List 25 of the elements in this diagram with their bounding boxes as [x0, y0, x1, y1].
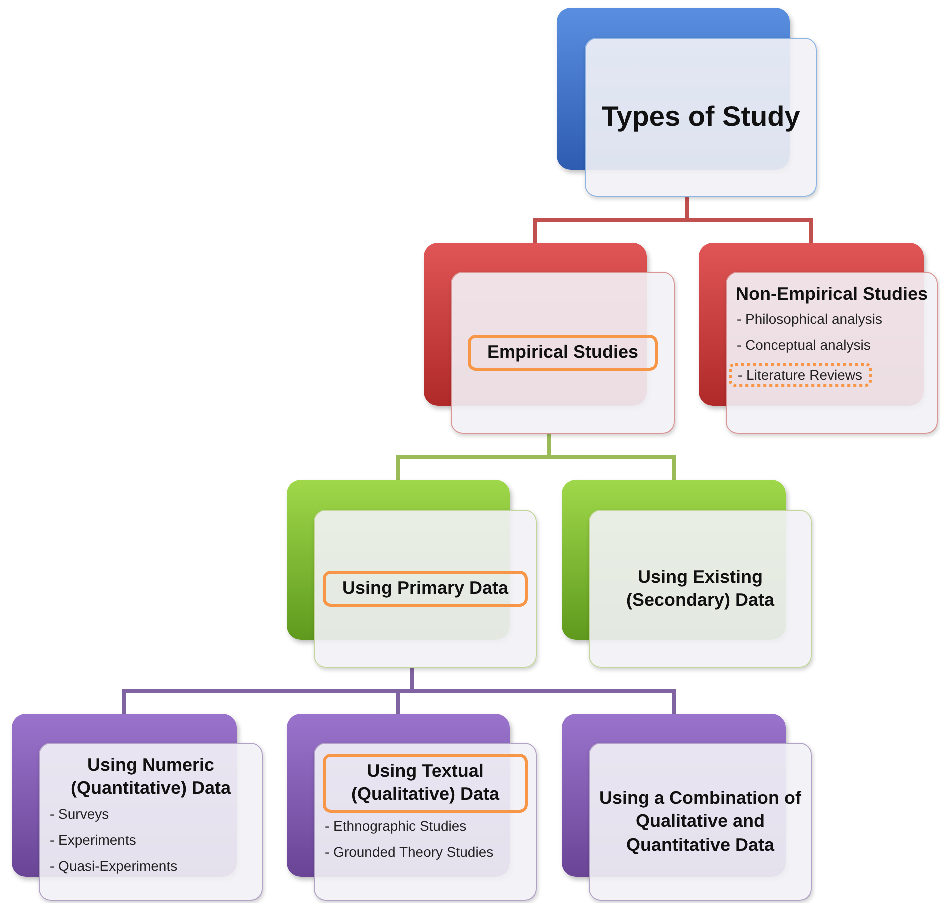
card-stack [287, 480, 537, 668]
card-stack [557, 8, 817, 197]
card-heading: Non-Empirical Studies [736, 283, 928, 306]
list-item: - Conceptual analysis [737, 337, 871, 354]
card-heading: Types of Study [602, 100, 800, 134]
card-heading: Using Primary Data [323, 571, 528, 607]
list-item: - Ethnographic Studies [325, 818, 467, 834]
card-stack [424, 243, 675, 434]
card-heading: Using Numeric (Quantitative) Data [70, 754, 232, 800]
card-stack [562, 480, 812, 668]
list-item: - Literature Reviews [729, 363, 872, 388]
card-heading: Empirical Studies [468, 335, 658, 371]
card-stack [287, 714, 537, 901]
card-stack [562, 714, 812, 901]
list-item: - Quasi-Experiments [50, 858, 178, 874]
list-item: - Experiments [50, 832, 136, 848]
card-stack [699, 243, 938, 434]
list-item: - Philosophical analysis [737, 311, 883, 328]
connector-line [410, 668, 676, 714]
list-item: - Grounded Theory Studies [325, 844, 494, 860]
card-heading: Using a Combination of Qualitative and Quantitative Data [598, 786, 802, 857]
list-item: - Surveys [50, 806, 110, 822]
card-heading: Using Existing (Secondary) Data [625, 566, 776, 612]
card-stack [12, 714, 263, 901]
card-heading: Using Textual (Qualitative) Data [323, 754, 528, 813]
